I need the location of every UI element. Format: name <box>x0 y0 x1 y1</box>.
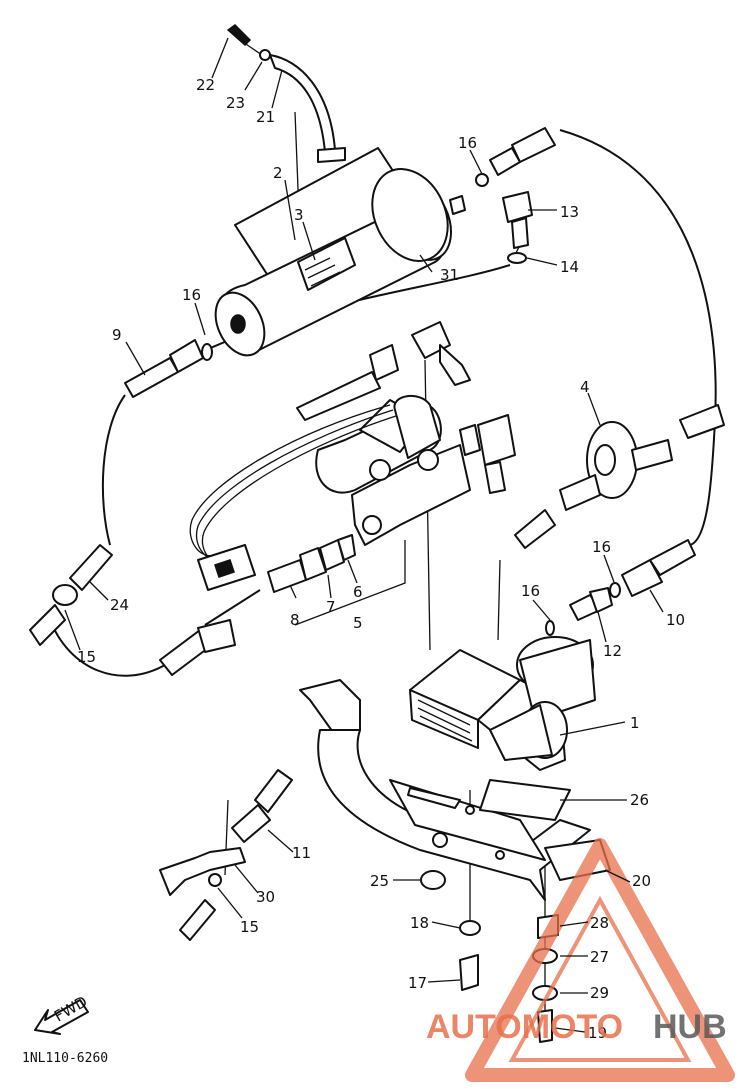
callout-20: 20 <box>632 872 651 890</box>
damper-4 <box>514 404 725 549</box>
leader-lines <box>64 37 664 1033</box>
callout-labels: 22 23 21 2 3 31 16 13 14 16 9 4 16 16 24… <box>77 76 685 1042</box>
modulator-valve-block <box>315 394 516 546</box>
banjo-fittings <box>296 321 471 421</box>
callout-16-right: 16 <box>592 538 611 556</box>
watermark <box>465 838 735 1082</box>
callout-13: 13 <box>560 203 579 221</box>
callout-8: 8 <box>290 611 300 629</box>
reservoir-cylinder <box>214 147 466 357</box>
top-right-fittings <box>475 127 556 264</box>
callout-9: 9 <box>112 326 122 344</box>
callout-31: 31 <box>440 266 459 284</box>
watermark-text-a: AUTOMOTO <box>426 1008 623 1046</box>
callout-24: 24 <box>110 596 129 614</box>
left-lower-fittings <box>29 544 236 676</box>
callout-3: 3 <box>294 206 304 224</box>
mount-clamp-assembly <box>226 24 346 163</box>
callout-22: 22 <box>196 76 215 94</box>
callout-10: 10 <box>666 611 685 629</box>
callout-23: 23 <box>226 94 245 112</box>
fittings-10-12 <box>545 539 696 636</box>
callout-18: 18 <box>410 914 429 932</box>
callout-26: 26 <box>630 791 649 809</box>
callout-27: 27 <box>590 948 609 966</box>
callout-14: 14 <box>560 258 579 276</box>
callout-16-mid: 16 <box>521 582 540 600</box>
callout-1: 1 <box>630 714 640 732</box>
fitting-9 <box>124 339 213 398</box>
lower-left-fittings <box>159 769 293 941</box>
callout-7: 7 <box>326 598 336 616</box>
watermark-text-b: HUB <box>653 1008 727 1046</box>
callout-4: 4 <box>580 378 590 396</box>
callout-6: 6 <box>353 583 363 601</box>
callout-29: 29 <box>590 984 609 1002</box>
callout-30: 30 <box>256 888 275 906</box>
fwd-arrow: FWD <box>34 992 90 1035</box>
wire-harness <box>189 404 397 591</box>
callout-15-upper: 15 <box>77 648 96 666</box>
callout-15-lower: 15 <box>240 918 259 936</box>
callout-17: 17 <box>408 974 427 992</box>
callout-12: 12 <box>603 642 622 660</box>
callout-11: 11 <box>292 844 311 862</box>
figure-code: 1NL110-6260 <box>22 1051 108 1066</box>
small-fittings <box>267 534 406 626</box>
mount-bracket <box>299 679 591 901</box>
callout-16-left: 16 <box>182 286 201 304</box>
callout-19: 19 <box>588 1024 607 1042</box>
callout-28: 28 <box>590 914 609 932</box>
hydraulic-unit-1 <box>409 636 596 771</box>
callout-21: 21 <box>256 108 275 126</box>
callout-5: 5 <box>353 614 363 632</box>
callout-2: 2 <box>273 164 283 182</box>
callout-16-top: 16 <box>458 134 477 152</box>
callout-25: 25 <box>370 872 389 890</box>
